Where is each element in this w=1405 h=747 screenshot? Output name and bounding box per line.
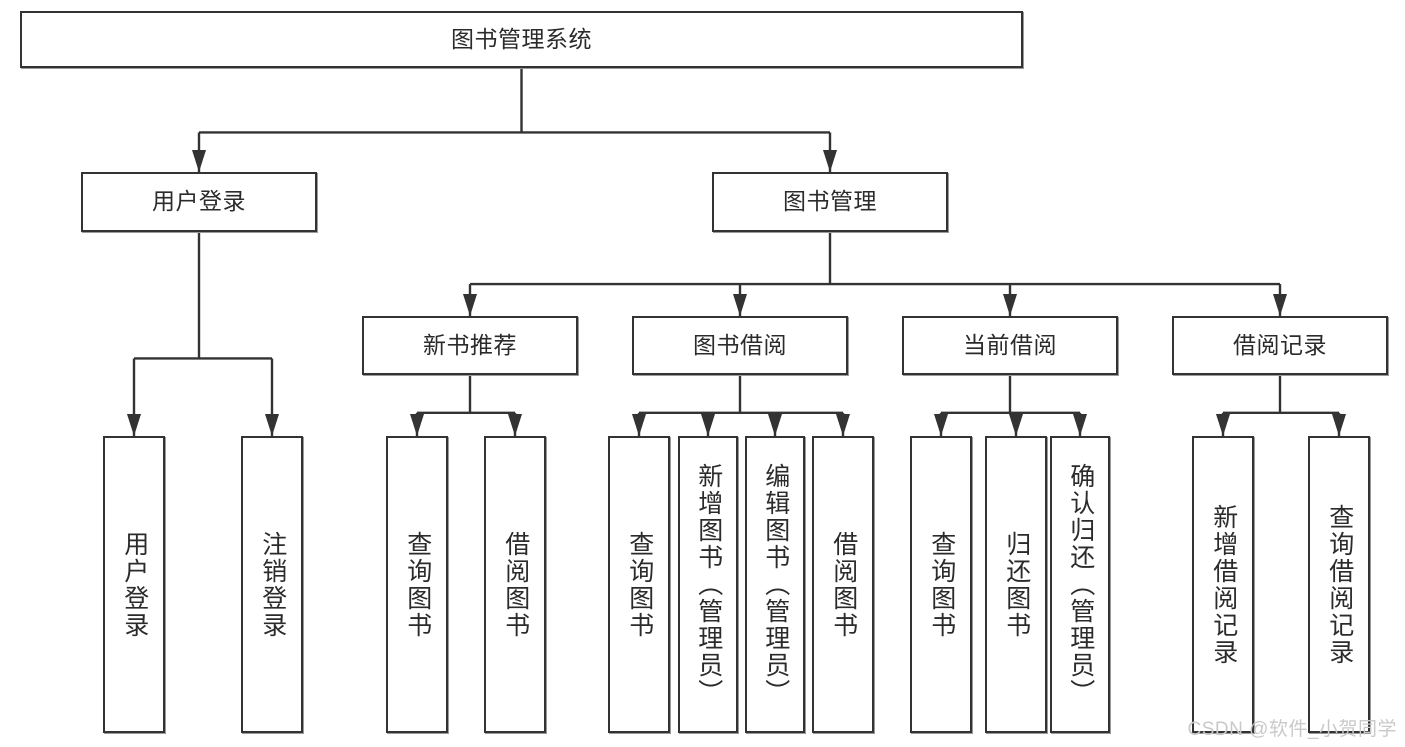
connector-arrow-book-manage xyxy=(823,150,837,172)
connector-arrow-leaf-return-book xyxy=(1009,414,1023,436)
node-book-borrow[interactable]: 图书借阅 xyxy=(632,316,848,375)
connector-arrow-leaf-query-borrow-record xyxy=(1332,414,1346,436)
node-current-borrow[interactable]: 当前借阅 xyxy=(902,316,1118,375)
node-label-borrow-record: 借阅记录 xyxy=(1233,331,1327,358)
connector-arrow-leaf-borrow-book-1 xyxy=(508,414,522,436)
node-book-manage[interactable]: 图书管理 xyxy=(712,172,948,232)
connector-arrow-leaf-add-borrow-record xyxy=(1216,414,1230,436)
node-label-root: 图书管理系统 xyxy=(451,25,592,52)
connector-arrow-new-book-rec xyxy=(463,294,477,316)
node-label-leaf-confirm-return-admin: 确认归还（管理员） xyxy=(1066,463,1095,706)
node-root[interactable]: 图书管理系统 xyxy=(20,11,1023,68)
node-label-leaf-query-book-1: 查询图书 xyxy=(403,530,432,639)
node-leaf-confirm-return-admin[interactable]: 确认归还（管理员） xyxy=(1050,436,1110,733)
node-label-leaf-user-login: 用户登录 xyxy=(120,530,149,639)
node-leaf-query-borrow-record[interactable]: 查询借阅记录 xyxy=(1308,436,1370,733)
connector-arrow-leaf-query-book-1 xyxy=(410,414,424,436)
connector-arrow-current-borrow xyxy=(1003,294,1017,316)
node-label-leaf-query-book-2: 查询图书 xyxy=(625,530,654,639)
node-user-login[interactable]: 用户登录 xyxy=(81,172,317,232)
node-leaf-query-book-2[interactable]: 查询图书 xyxy=(608,436,670,733)
connector-arrow-leaf-confirm-return-admin xyxy=(1073,414,1087,436)
node-label-book-manage: 图书管理 xyxy=(783,188,877,215)
node-label-current-borrow: 当前借阅 xyxy=(963,331,1057,358)
node-label-leaf-query-borrow-record: 查询借阅记录 xyxy=(1325,503,1354,666)
node-leaf-user-login[interactable]: 用户登录 xyxy=(103,436,165,733)
node-leaf-edit-book-admin[interactable]: 编辑图书（管理员） xyxy=(745,436,805,733)
connector-arrow-leaf-query-book-3 xyxy=(934,414,948,436)
node-label-book-borrow: 图书借阅 xyxy=(693,331,787,358)
node-label-leaf-query-book-3: 查询图书 xyxy=(927,530,956,639)
connector-arrow-leaf-borrow-book-2 xyxy=(836,414,850,436)
node-leaf-add-book-admin[interactable]: 新增图书（管理员） xyxy=(678,436,738,733)
node-label-leaf-borrow-book-1: 借阅图书 xyxy=(501,530,530,639)
node-label-user-login: 用户登录 xyxy=(152,188,246,215)
connector-arrow-leaf-add-book-admin xyxy=(701,414,715,436)
node-leaf-add-borrow-record[interactable]: 新增借阅记录 xyxy=(1192,436,1254,733)
connector-arrow-leaf-edit-book-admin xyxy=(768,414,782,436)
node-leaf-borrow-book-1[interactable]: 借阅图书 xyxy=(484,436,546,733)
node-label-leaf-return-book: 归还图书 xyxy=(1002,530,1031,639)
node-label-leaf-logout: 注销登录 xyxy=(258,530,287,639)
connector-arrow-leaf-query-book-2 xyxy=(632,414,646,436)
node-leaf-borrow-book-2[interactable]: 借阅图书 xyxy=(812,436,874,733)
node-label-new-book-rec: 新书推荐 xyxy=(423,331,517,358)
connector-arrow-borrow-record xyxy=(1273,294,1287,316)
connector-arrow-user-login xyxy=(192,150,206,172)
node-borrow-record[interactable]: 借阅记录 xyxy=(1172,316,1388,375)
node-leaf-return-book[interactable]: 归还图书 xyxy=(985,436,1047,733)
node-new-book-rec[interactable]: 新书推荐 xyxy=(362,316,578,375)
node-leaf-query-book-3[interactable]: 查询图书 xyxy=(910,436,972,733)
node-label-leaf-add-book-admin: 新增图书（管理员） xyxy=(694,463,723,706)
connector-arrow-book-borrow xyxy=(733,294,747,316)
node-leaf-query-book-1[interactable]: 查询图书 xyxy=(386,436,448,733)
connector-arrow-leaf-user-login xyxy=(127,414,141,436)
node-label-leaf-edit-book-admin: 编辑图书（管理员） xyxy=(761,463,790,706)
connector-arrow-leaf-logout xyxy=(265,414,279,436)
node-leaf-logout[interactable]: 注销登录 xyxy=(241,436,303,733)
node-label-leaf-add-borrow-record: 新增借阅记录 xyxy=(1209,503,1238,666)
node-label-leaf-borrow-book-2: 借阅图书 xyxy=(829,530,858,639)
